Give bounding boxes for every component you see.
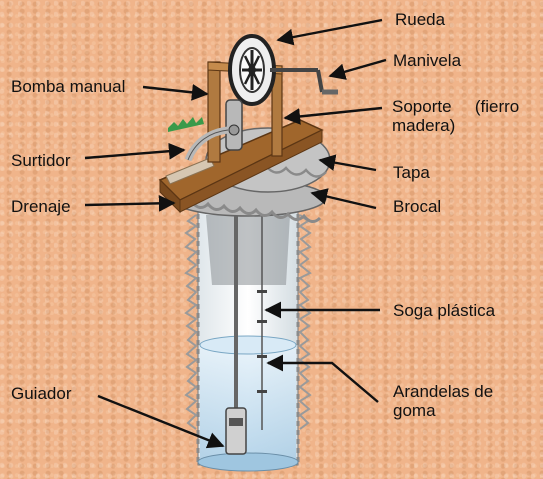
arrow-soporte xyxy=(285,108,382,118)
arrow-rueda xyxy=(278,20,382,40)
label-drenaje: Drenaje xyxy=(11,197,71,216)
label-soporte: Soporte (fierro o madera) xyxy=(392,97,543,135)
label-guiador: Guiador xyxy=(11,384,71,403)
arrow-manivela xyxy=(330,60,386,76)
arrow-bomba-manual xyxy=(143,87,207,94)
label-tapa: Tapa xyxy=(393,163,430,182)
label-manivela: Manivela xyxy=(393,51,461,70)
label-bomba-manual: Bomba manual xyxy=(11,77,125,96)
wheel xyxy=(230,36,274,104)
leaf-decoration xyxy=(168,117,204,132)
label-rueda: Rueda xyxy=(395,10,445,29)
label-surtidor: Surtidor xyxy=(11,151,71,170)
label-soga-plastica: Soga plástica xyxy=(393,301,495,320)
label-brocal: Brocal xyxy=(393,197,441,216)
arrow-surtidor xyxy=(85,150,184,158)
label-arandelas-de-goma: Arandelas de goma xyxy=(393,382,523,420)
arrow-drenaje xyxy=(85,203,174,205)
